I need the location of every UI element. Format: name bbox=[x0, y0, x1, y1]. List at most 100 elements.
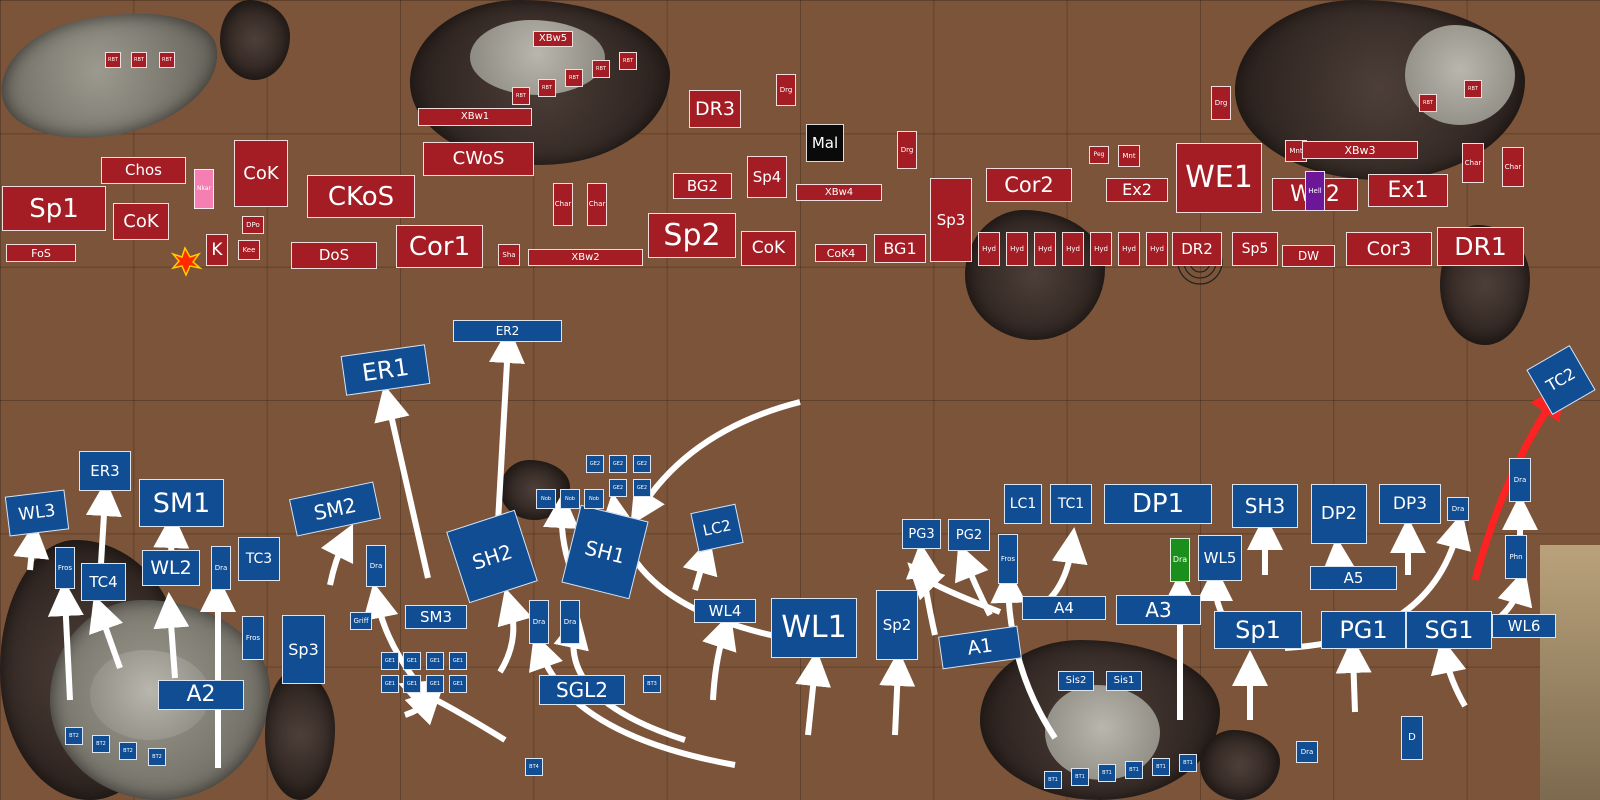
unit-rbt[interactable]: RBT bbox=[538, 79, 556, 97]
unit-rbt[interactable]: RBT bbox=[565, 69, 583, 87]
unit-wl4[interactable]: WL4 bbox=[694, 599, 756, 623]
unit-sis2[interactable]: Sis2 bbox=[1058, 671, 1094, 691]
unit-char[interactable]: Char bbox=[587, 183, 607, 226]
unit-wl5[interactable]: WL5 bbox=[1198, 535, 1242, 581]
unit-dra[interactable]: Dra bbox=[1509, 458, 1531, 502]
unit-ge2[interactable]: GE2 bbox=[633, 455, 651, 473]
unit-dra[interactable]: Dra bbox=[1170, 538, 1190, 582]
unit-sm1[interactable]: SM1 bbox=[139, 479, 224, 527]
unit-er2[interactable]: ER2 bbox=[453, 320, 562, 342]
unit-sp1[interactable]: Sp1 bbox=[1214, 611, 1302, 649]
unit-dw[interactable]: DW bbox=[1282, 245, 1335, 267]
unit-nkar[interactable]: Nkar bbox=[194, 169, 214, 209]
unit-drg[interactable]: Drg bbox=[1211, 86, 1231, 120]
unit-nob[interactable]: Nob bbox=[536, 489, 556, 509]
unit-bt4[interactable]: BT4 bbox=[525, 758, 543, 776]
unit-mal[interactable]: Mal bbox=[806, 124, 844, 162]
unit-pg2[interactable]: PG2 bbox=[948, 519, 990, 551]
unit-ge1[interactable]: GE1 bbox=[426, 675, 444, 693]
unit-wl3[interactable]: WL3 bbox=[4, 489, 70, 537]
unit-bt2[interactable]: BT2 bbox=[65, 727, 83, 745]
unit-dp1[interactable]: DP1 bbox=[1104, 484, 1212, 524]
unit-bt1[interactable]: BT1 bbox=[1152, 758, 1170, 776]
unit-cok[interactable]: CoK bbox=[113, 203, 169, 240]
unit-fos[interactable]: FoS bbox=[6, 244, 76, 262]
unit-ex2[interactable]: Ex2 bbox=[1106, 178, 1168, 202]
unit-sm3[interactable]: SM3 bbox=[405, 605, 467, 629]
unit-fros[interactable]: Fros bbox=[55, 547, 75, 589]
unit-dra[interactable]: Dra bbox=[211, 546, 231, 590]
unit-sis1[interactable]: Sis1 bbox=[1106, 671, 1142, 691]
unit-char[interactable]: Char bbox=[1462, 143, 1484, 183]
unit-xbw5[interactable]: XBw5 bbox=[533, 31, 573, 47]
unit-char[interactable]: Char bbox=[1502, 147, 1524, 187]
unit-bt1[interactable]: BT1 bbox=[1098, 764, 1116, 782]
unit-dr2[interactable]: DR2 bbox=[1172, 232, 1222, 266]
unit-ge2[interactable]: GE2 bbox=[609, 455, 627, 473]
unit-bg1[interactable]: BG1 bbox=[874, 234, 926, 263]
unit-dra[interactable]: Dra bbox=[560, 600, 580, 644]
unit-er3[interactable]: ER3 bbox=[79, 451, 131, 491]
unit-sp3[interactable]: Sp3 bbox=[282, 615, 325, 684]
unit-sp2[interactable]: Sp2 bbox=[648, 213, 736, 258]
unit-xbw4[interactable]: XBw4 bbox=[796, 184, 882, 201]
unit-drg[interactable]: Drg bbox=[897, 131, 917, 169]
unit-bt1[interactable]: BT1 bbox=[1044, 771, 1062, 789]
unit-rbt[interactable]: RBT bbox=[592, 60, 610, 78]
unit-bt3[interactable]: BT3 bbox=[643, 675, 661, 693]
unit-xbw1[interactable]: XBw1 bbox=[418, 108, 532, 126]
unit-dp2[interactable]: DP2 bbox=[1311, 484, 1367, 544]
unit-sgl2[interactable]: SGL2 bbox=[539, 675, 625, 705]
unit-dra[interactable]: Dra bbox=[1447, 497, 1469, 521]
unit-bg2[interactable]: BG2 bbox=[673, 173, 732, 199]
unit-ge1[interactable]: GE1 bbox=[381, 652, 399, 670]
unit-ge1[interactable]: GE1 bbox=[403, 652, 421, 670]
unit-char[interactable]: Char bbox=[553, 183, 573, 226]
unit-chos[interactable]: Chos bbox=[101, 157, 186, 184]
unit-hyd[interactable]: Hyd bbox=[1006, 232, 1028, 266]
unit-sp3[interactable]: Sp3 bbox=[930, 178, 972, 262]
unit-sg1[interactable]: SG1 bbox=[1406, 611, 1492, 649]
unit-lc1[interactable]: LC1 bbox=[1004, 484, 1042, 524]
unit-ge1[interactable]: GE1 bbox=[449, 652, 467, 670]
unit-cok4[interactable]: CoK4 bbox=[815, 244, 867, 262]
unit-hyd[interactable]: Hyd bbox=[1118, 232, 1140, 266]
unit-hyd[interactable]: Hyd bbox=[978, 232, 1000, 266]
unit-bt2[interactable]: BT2 bbox=[119, 742, 137, 760]
unit-rbt[interactable]: RBT bbox=[619, 52, 637, 70]
unit-hyd[interactable]: Hyd bbox=[1090, 232, 1112, 266]
unit-a3[interactable]: A3 bbox=[1116, 595, 1201, 625]
unit-bt1[interactable]: BT1 bbox=[1071, 768, 1089, 786]
unit-fros[interactable]: Fros bbox=[998, 534, 1018, 584]
unit-bt2[interactable]: BT2 bbox=[148, 748, 166, 766]
unit-cok[interactable]: CoK bbox=[234, 140, 288, 207]
unit-rbt[interactable]: RBT bbox=[159, 52, 175, 68]
unit-sp1[interactable]: Sp1 bbox=[2, 186, 106, 231]
unit-ge1[interactable]: GE1 bbox=[449, 675, 467, 693]
unit-cor3[interactable]: Cor3 bbox=[1346, 232, 1432, 266]
unit-sha[interactable]: Sha bbox=[498, 244, 520, 266]
unit-bt2[interactable]: BT2 bbox=[92, 735, 110, 753]
unit-ge1[interactable]: GE1 bbox=[381, 675, 399, 693]
unit-sp5[interactable]: Sp5 bbox=[1232, 232, 1278, 266]
unit-dpo[interactable]: DPo bbox=[242, 216, 264, 234]
unit-sh3[interactable]: SH3 bbox=[1232, 484, 1298, 528]
unit-griff[interactable]: Griff bbox=[350, 612, 372, 630]
unit-ge2[interactable]: GE2 bbox=[633, 479, 651, 497]
unit-nob[interactable]: Nob bbox=[584, 489, 604, 509]
unit-cor1[interactable]: Cor1 bbox=[396, 225, 483, 268]
unit-ex1[interactable]: Ex1 bbox=[1368, 174, 1448, 207]
unit-mnt[interactable]: Mnt bbox=[1118, 145, 1140, 167]
unit-k[interactable]: K bbox=[206, 234, 228, 266]
unit-a2[interactable]: A2 bbox=[158, 680, 244, 710]
unit-ge1[interactable]: GE1 bbox=[403, 675, 421, 693]
unit-phn[interactable]: Phn bbox=[1505, 535, 1527, 579]
unit-cok[interactable]: CoK bbox=[741, 231, 796, 266]
unit-hyd[interactable]: Hyd bbox=[1034, 232, 1056, 266]
unit-dra[interactable]: Dra bbox=[366, 545, 386, 587]
unit-fros[interactable]: Fros bbox=[242, 616, 264, 660]
unit-drg[interactable]: Drg bbox=[776, 74, 796, 106]
unit-rbt[interactable]: RBT bbox=[512, 87, 530, 105]
unit-hyd[interactable]: Hyd bbox=[1146, 232, 1168, 266]
unit-rbt[interactable]: RBT bbox=[131, 52, 147, 68]
